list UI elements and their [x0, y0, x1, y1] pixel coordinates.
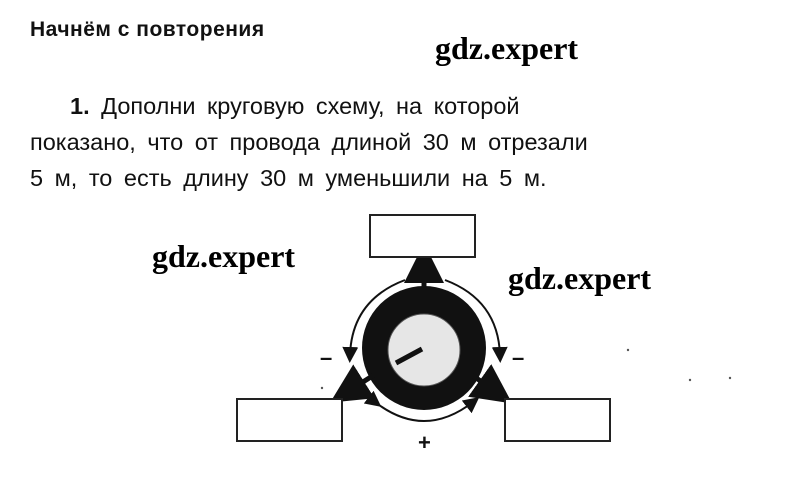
inner-disk: [387, 313, 461, 387]
watermark: gdz.expert: [152, 238, 296, 274]
task-line-1-text: Дополни круговую схему, на которой: [101, 93, 520, 119]
curve-right-arrow: [444, 279, 508, 363]
arrow-right: [468, 364, 513, 404]
plus-bottom: +: [418, 430, 431, 455]
minus-right: –: [512, 345, 525, 370]
task-line-2: показано, что от провода длиной 30 м отр…: [30, 129, 588, 155]
answer-box-right[interactable]: [504, 398, 611, 442]
arrow-left: [330, 364, 376, 403]
curve-left-arrow: [342, 279, 406, 363]
minus-left: –: [320, 345, 333, 370]
needle: [394, 346, 424, 366]
task-line-3: 5 м, то есть длину 30 м уменьшили на 5 м…: [30, 165, 547, 191]
watermark: gdz.expert: [508, 260, 652, 296]
task-number: 1.: [70, 93, 90, 119]
task-line-1: 1. Дополни круговую схему, на которой: [30, 88, 780, 124]
section-heading: Начнём с повторения: [30, 18, 265, 41]
answer-box-top[interactable]: [369, 214, 476, 258]
curve-bottom-arrow: [363, 390, 480, 422]
task-text: 1. Дополни круговую схему, на которой по…: [30, 88, 780, 196]
watermark: gdz.expert: [435, 30, 579, 66]
answer-box-left[interactable]: [236, 398, 343, 442]
